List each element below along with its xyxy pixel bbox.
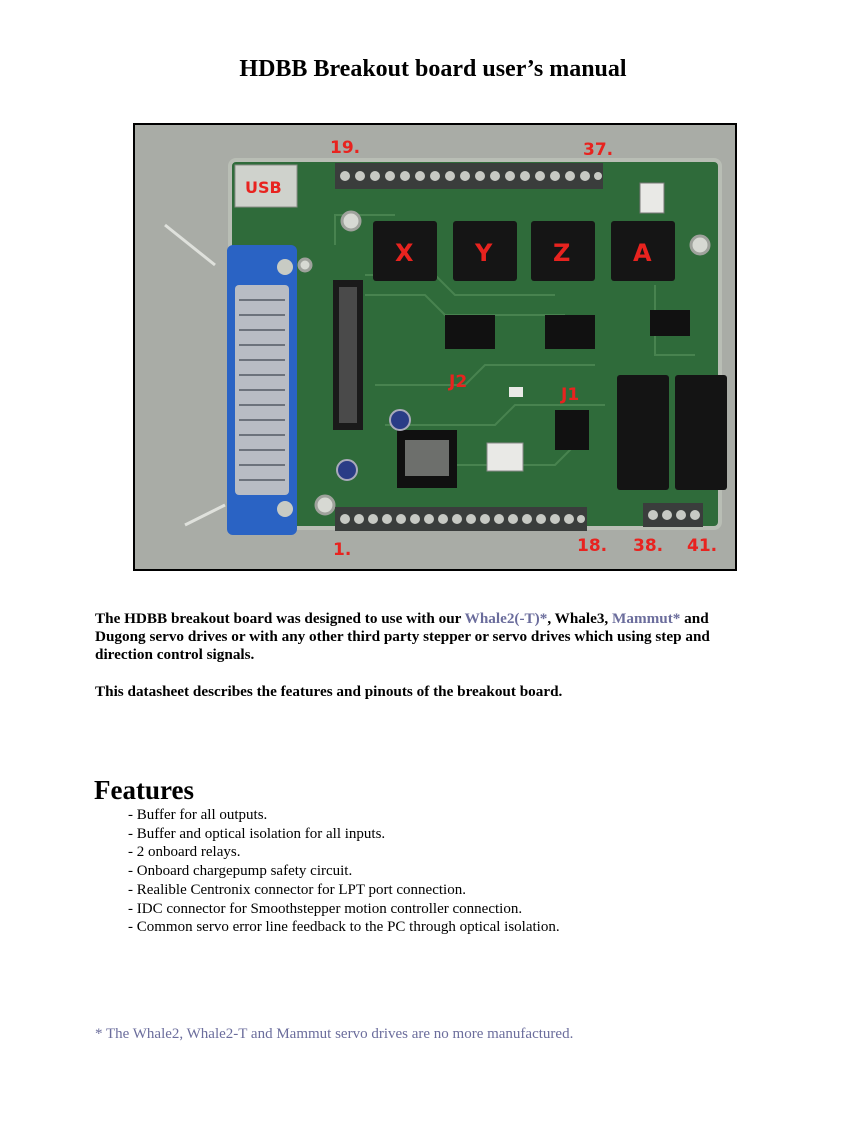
feature-item: - 2 onboard relays. [128,844,241,861]
usb-label: USB [245,178,282,197]
usb-connector [234,164,298,208]
axis-a-label: A [633,239,652,267]
pin-38-label: 38. [633,536,663,556]
axis-y-label: Y [474,239,493,267]
intro-text-1: The HDBB breakout board was designed to … [95,610,465,627]
intro-text-2: , Whale3, [547,610,613,627]
feature-item: - Common servo error line feedback to th… [128,919,560,936]
pin-18-label: 18. [577,536,607,556]
description-paragraph: This datasheet describes the features an… [95,683,563,700]
axis-x-label: X [395,239,414,267]
features-list: - Buffer for all outputs. - Buffer and o… [128,806,560,937]
pin-37-label: 37. [583,140,613,160]
feature-item: - Buffer for all outputs. [128,807,268,823]
pin-19-label: 19. [330,138,360,158]
page-title: HDBB Breakout board user’s manual [239,56,627,82]
mammut-link[interactable]: Mammut* [612,610,681,627]
board-photo: USB 19. 37. X Y Z A J2 J1 1. 18. 38. 41. [133,123,737,571]
feature-item: - Realible Centronix connector for LPT p… [128,881,466,898]
axis-z-label: Z [553,239,570,267]
footnote: * The Whale2, Whale2-T and Mammut servo … [95,1026,574,1042]
rj45-x [373,221,437,281]
relay-1 [617,375,669,490]
j1-label: J1 [560,385,579,405]
feature-item: - Onboard chargepump safety circuit. [128,863,353,880]
feature-item: - Buffer and optical isolation for all i… [128,825,386,842]
intro-text-3: and Dugong servo drives or with any othe… [95,610,710,663]
rj45-z [531,221,595,281]
pin-41-label: 41. [687,536,717,556]
relay-2 [675,375,727,490]
pin-1-label: 1. [333,540,351,560]
rj45-a [611,221,675,281]
j2-label: J2 [448,372,467,392]
features-heading: Features [94,775,194,805]
whale2-link[interactable]: Whale2(-T)* [464,610,548,627]
rj45-y [453,221,517,281]
feature-item: - IDC connector for Smoothstepper motion… [128,900,523,917]
intro-paragraph: The HDBB breakout board was designed to … [95,610,755,664]
